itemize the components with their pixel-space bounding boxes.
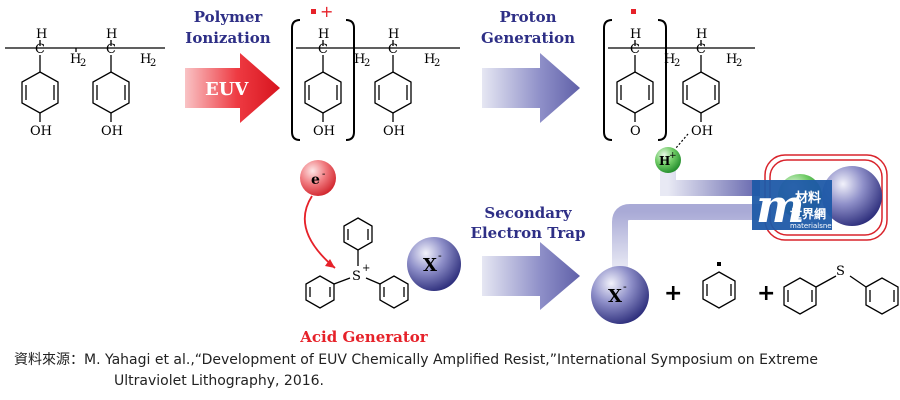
svg-text:materialsnet: materialsnet: [790, 222, 835, 230]
acid-generator-label: Acid Generator: [299, 328, 429, 346]
svg-text:OH: OH: [691, 124, 713, 139]
svg-text:S: S: [836, 264, 845, 279]
svg-text:H: H: [70, 52, 81, 67]
monomer-unit: H C OH: [92, 27, 130, 139]
diphenyl-sulfide: S: [783, 264, 899, 315]
svg-text:H: H: [106, 27, 117, 42]
svg-text:2: 2: [364, 58, 370, 69]
anion-sphere: [591, 266, 649, 324]
electron: e -: [300, 160, 336, 269]
svg-text:C: C: [630, 42, 640, 57]
anion-label: X: [423, 255, 437, 276]
polymer-phenoxy-radical: H C O H 2 H C OH H 2: [603, 9, 755, 149]
step-label-proton: Proton: [499, 8, 556, 26]
svg-text:C: C: [388, 42, 398, 57]
anion-product: X -: [591, 266, 649, 324]
anion-flow: [612, 204, 760, 268]
citation-line1: M. Yahagi et al.,“Development of EUV Che…: [84, 352, 819, 368]
svg-text:材料: 材料: [795, 190, 821, 206]
svg-text:2: 2: [434, 58, 440, 69]
svg-text:-: -: [623, 280, 627, 293]
monomer-unit: H C OH: [21, 27, 59, 139]
svg-text:H: H: [664, 52, 675, 67]
anion-sphere: [407, 237, 461, 291]
svg-text:世界網: 世界網: [790, 206, 826, 221]
svg-text:H: H: [696, 27, 707, 42]
atom-c: C: [35, 42, 45, 57]
svg-text:OH: OH: [383, 124, 405, 139]
svg-text:H: H: [388, 27, 399, 42]
svg-text:C: C: [318, 42, 328, 57]
svg-text:+: +: [362, 263, 370, 274]
svg-text:H: H: [140, 52, 151, 67]
ch2-group: H 2: [140, 52, 156, 69]
plus-sign: +: [664, 281, 682, 306]
step-label-ionization: Ionization: [185, 29, 270, 47]
svg-text:H: H: [354, 52, 365, 67]
anion: X -: [407, 237, 461, 291]
citation-prefix: 資料來源：: [14, 352, 84, 368]
citation: 資料來源：M. Yahagi et al.,“Development of EU…: [14, 350, 884, 392]
svg-text:H: H: [424, 52, 435, 67]
citation-line2: Ultraviolet Lithography, 2016.: [114, 373, 325, 389]
svg-text:2: 2: [80, 58, 86, 69]
proton-generation-arrow: [482, 53, 580, 123]
svg-text:O: O: [630, 124, 641, 139]
svg-text:OH: OH: [313, 124, 335, 139]
step-label-electron-trap: Electron Trap: [471, 224, 586, 242]
sulfur-label: S: [352, 269, 361, 284]
atom-h: H: [36, 27, 47, 42]
svg-text:+: +: [669, 151, 677, 161]
electron-sphere: [300, 160, 336, 196]
svg-text:-: -: [322, 169, 325, 180]
step-label-generation: Generation: [481, 29, 575, 47]
logo-mark: m: [756, 179, 805, 233]
svg-text:C: C: [106, 42, 116, 57]
materialsnet-logo: m 材料 世界網 materialsnet: [752, 179, 835, 233]
proton-flow: H +: [655, 147, 760, 196]
monomer-unit: H C OH: [374, 27, 412, 139]
hydroxyl-label: OH: [30, 124, 52, 139]
svg-text:2: 2: [674, 58, 680, 69]
euv-arrow: EUV: [185, 53, 280, 123]
svg-text:C: C: [696, 42, 706, 57]
euv-label: EUV: [205, 79, 249, 100]
phenyl-radical: [702, 262, 736, 309]
step-label-secondary: Secondary: [484, 204, 573, 222]
monomer-unit: H C O: [616, 27, 654, 139]
svg-text:X: X: [608, 286, 622, 307]
radical-cation-sign: +: [320, 2, 333, 21]
monomer-unit: H C OH: [304, 27, 342, 139]
step-label-polymer: Polymer: [194, 8, 264, 26]
svg-text:2: 2: [150, 58, 156, 69]
svg-text:H: H: [630, 27, 641, 42]
svg-text:2: 2: [736, 58, 742, 69]
polymer-neutral: H C OH H 2 H C OH H 2: [5, 27, 165, 139]
monomer-unit: H C OH: [682, 27, 720, 139]
acid-generator-molecule: S +: [305, 217, 409, 309]
svg-text:OH: OH: [101, 124, 123, 139]
polymer-radical-cation: + H C OH H 2 H C OH H 2: [291, 2, 460, 141]
proton-label: H: [659, 154, 670, 168]
ch2-group: H 2: [70, 48, 86, 69]
svg-text:-: -: [438, 249, 442, 262]
svg-text:H: H: [318, 27, 329, 42]
electron-label: e: [311, 172, 320, 188]
svg-text:H: H: [726, 52, 737, 67]
plus-sign: +: [757, 281, 775, 306]
proton-sphere: [655, 147, 681, 173]
electron-trap-arrow: [482, 242, 580, 310]
